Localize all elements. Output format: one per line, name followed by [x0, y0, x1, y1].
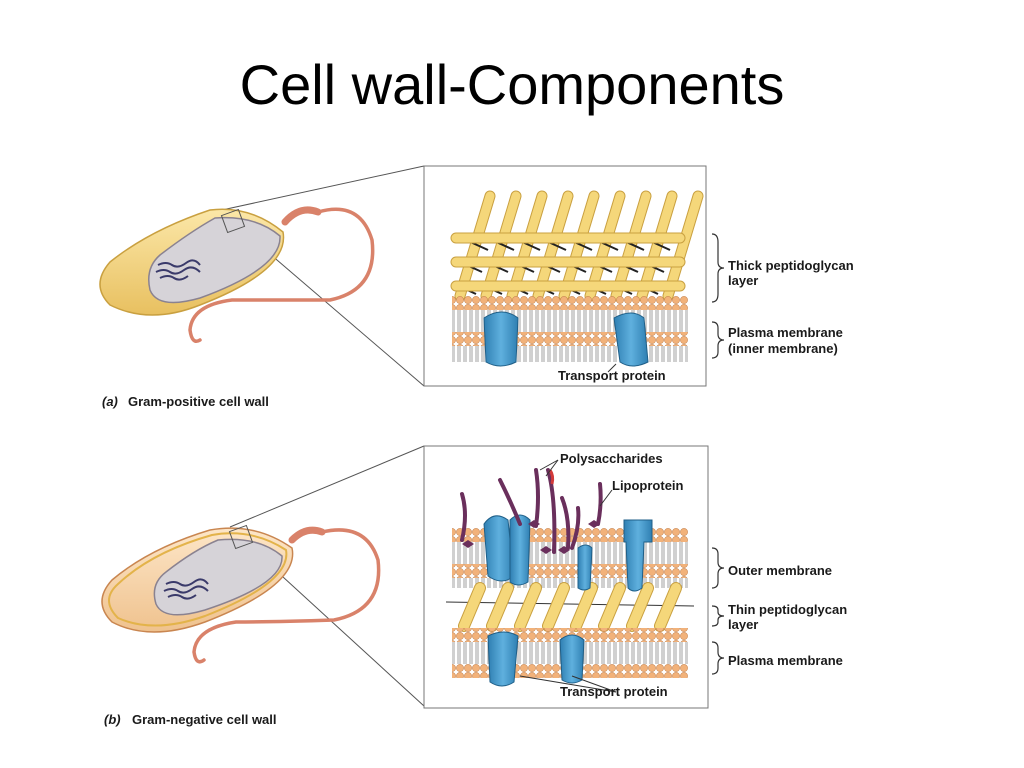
- brace-plasma-membrane-b: [711, 641, 725, 675]
- label-transport-protein-b: Transport protein: [560, 684, 668, 699]
- transport-protein-b2: [559, 634, 585, 684]
- label-plasma-membrane-a: Plasma membrane: [728, 325, 843, 340]
- label-transport-protein-a: Transport protein: [558, 368, 666, 383]
- caption-letter-b: (b): [104, 712, 121, 727]
- label-lipoprotein: Lipoprotein: [612, 478, 684, 493]
- peptidoglycan-crosslink: [445, 601, 695, 607]
- brace-thin-peptidoglycan: [711, 605, 725, 627]
- peptidoglycan-rod: [486, 582, 514, 632]
- peptidoglycan-rod: [598, 582, 626, 632]
- peptidoglycan-rod: [458, 582, 486, 632]
- peptidoglycan-rod: [610, 190, 652, 302]
- peptidoglycan-rod: [506, 190, 548, 302]
- label-inner-membrane: (inner membrane): [728, 341, 838, 356]
- flagellum: [188, 207, 375, 343]
- label-outer-membrane: Outer membrane: [728, 563, 832, 578]
- caption-letter-a: (a): [102, 394, 118, 409]
- peptidoglycan-rod: [542, 582, 570, 632]
- peptidoglycan-rod: [584, 190, 626, 302]
- polysaccharide-beads: [462, 520, 600, 554]
- flagellum-hook: [281, 206, 322, 226]
- peptidoglycan-rod: [626, 582, 654, 632]
- label-thin-peptidoglycan: Thin peptidoglycan: [728, 602, 847, 617]
- transport-protein-b1: [487, 631, 519, 687]
- label-plasma-membrane-b: Plasma membrane: [728, 653, 843, 668]
- brace-peptidoglycan-a: [711, 233, 725, 303]
- peptidoglycan-rod: [514, 582, 542, 632]
- gram-positive-bacterium: [99, 206, 375, 343]
- zoom-box: [220, 208, 246, 234]
- label-thin-peptidoglycan-layer: layer: [728, 617, 758, 632]
- nucleoid-b: [163, 578, 209, 600]
- gram-negative-bacterium: [101, 524, 381, 664]
- slide-title: Cell wall-Components: [239, 53, 785, 116]
- peptidoglycan-layer-thick: [450, 190, 704, 302]
- peptidoglycan-rod: [532, 190, 574, 302]
- peptidoglycan-layer-thin: [458, 582, 682, 632]
- zoom-box-b: [228, 524, 254, 550]
- peptidoglycan-rod: [662, 190, 704, 302]
- peptidoglycan-rod: [558, 190, 600, 302]
- peptidoglycan-rod: [454, 190, 496, 302]
- polysaccharides: [460, 468, 603, 554]
- caption-gram-positive: Gram-positive cell wall: [128, 394, 269, 409]
- peptidoglycan-rod: [570, 582, 598, 632]
- peptidoglycan-rod: [636, 190, 678, 302]
- caption-gram-negative: Gram-negative cell wall: [132, 712, 277, 727]
- zoom-line-top: [221, 165, 425, 211]
- transport-protein-a1: [483, 311, 519, 367]
- panel-a-gram-positive: Thick peptidoglycan layer Plasma membran…: [99, 165, 854, 409]
- peptidoglycan-rod: [654, 582, 682, 632]
- label-polysaccharides: Polysaccharides: [560, 451, 663, 466]
- flagellum-b: [192, 528, 381, 664]
- lipoprotein-protein: [577, 544, 593, 591]
- brace-outer-membrane: [711, 547, 725, 589]
- transport-protein-a2: [613, 312, 649, 367]
- zoom-line-top-b: [229, 445, 425, 528]
- brace-plasma-membrane-a: [711, 321, 725, 359]
- label-thick-peptidoglycan: Thick peptidoglycan: [728, 258, 854, 273]
- outer-membrane-protein: [623, 519, 653, 592]
- flagellum-hook-b: [288, 526, 326, 544]
- nucleoid: [155, 259, 201, 281]
- panel-b-gram-negative: Polysaccharides Lipoprotein Outer membra…: [101, 445, 847, 727]
- label-thick-peptidoglycan-layer: layer: [728, 273, 758, 288]
- peptidoglycan-rod: [480, 190, 522, 302]
